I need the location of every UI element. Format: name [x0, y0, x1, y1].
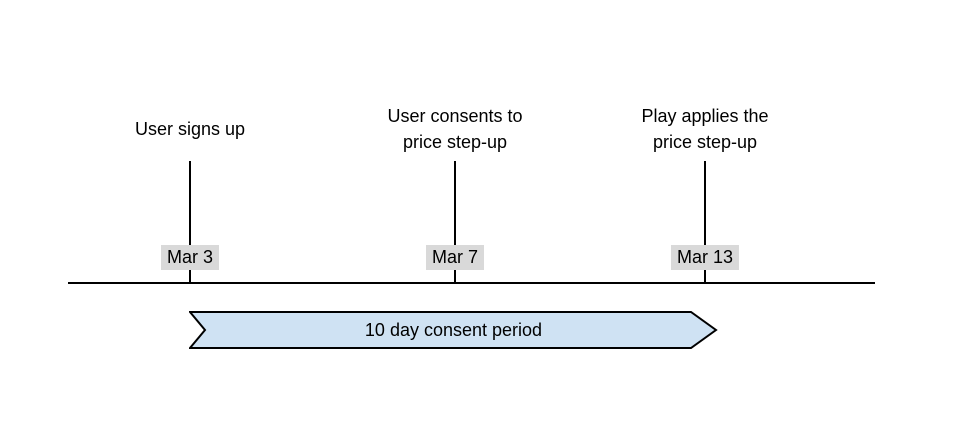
consent-period-arrow-shape [189, 311, 718, 349]
event-date-label: Mar 13 [670, 245, 740, 270]
event-date-label: Mar 3 [160, 245, 220, 270]
timeline-axis-line [68, 282, 875, 284]
event-title: User signs up [134, 119, 246, 139]
event-tick-line [454, 161, 456, 284]
event-tick-line [704, 161, 706, 284]
event-date-label: Mar 7 [425, 245, 485, 270]
consent-period-arrow [189, 311, 718, 349]
event-tick-line [189, 161, 191, 284]
consent-period-label: 10 day consent period [364, 319, 543, 340]
event-title: User consents to price step-up [387, 106, 523, 152]
event-title: Play applies the price step-up [641, 106, 769, 152]
